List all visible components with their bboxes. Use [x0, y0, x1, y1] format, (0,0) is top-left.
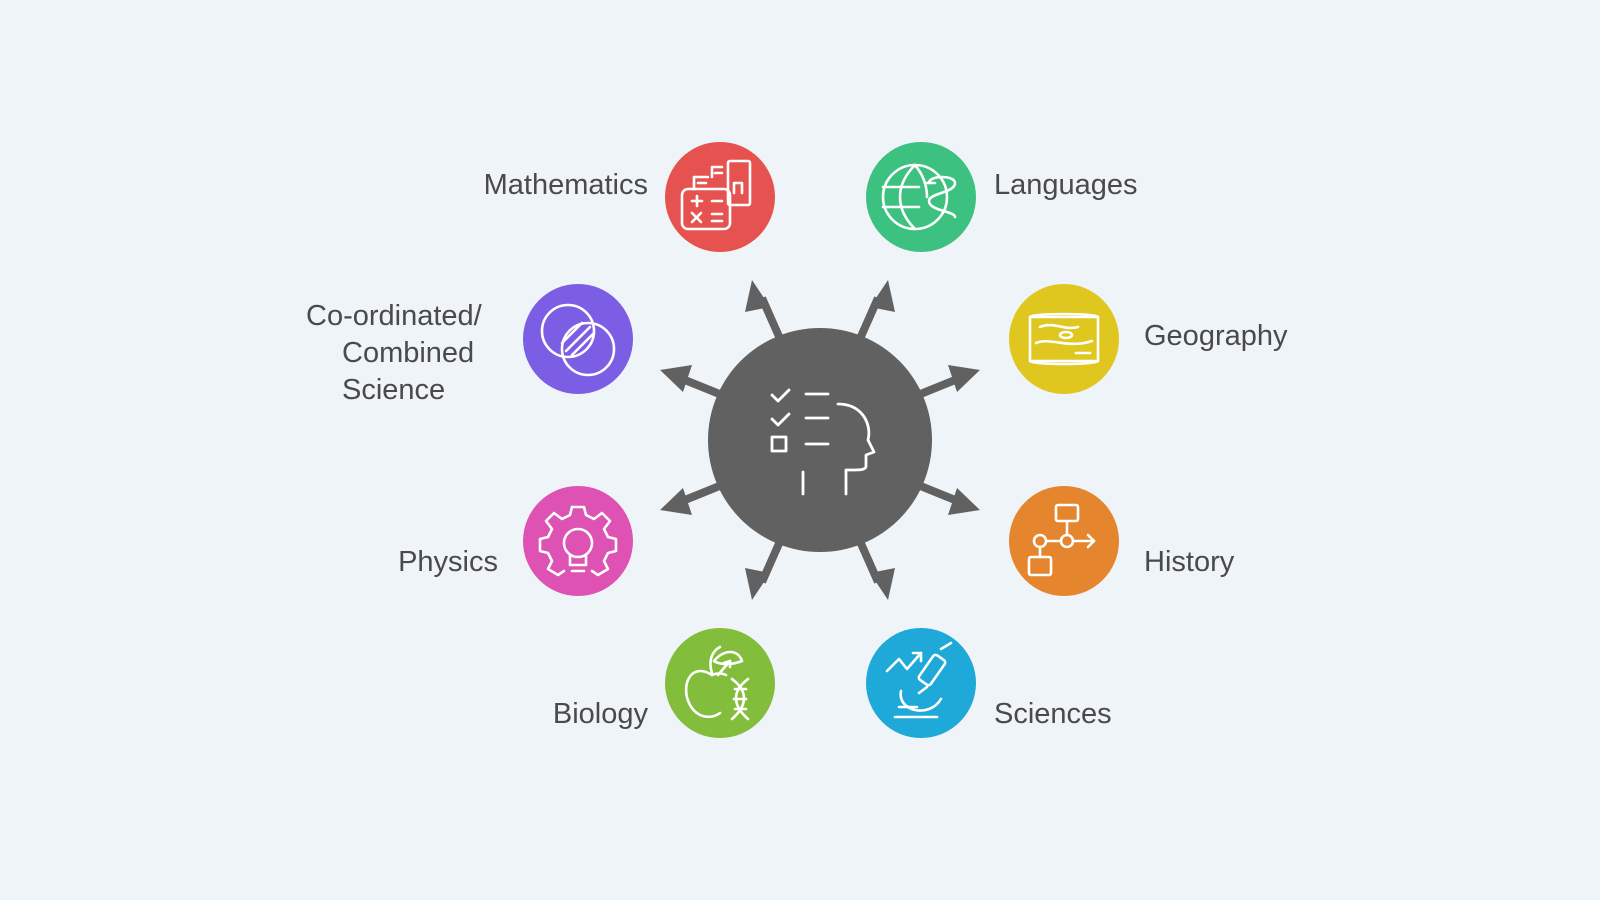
label-line: Combined [342, 337, 475, 369]
subject-circle [866, 628, 976, 738]
subject-node-geography [1009, 284, 1119, 394]
label-sciences: Sciences [994, 698, 1112, 730]
venn-diagram-icon [540, 303, 616, 377]
arrow-right-lower [916, 481, 980, 515]
subject-node-sciences [866, 628, 976, 738]
subject-node-biology [665, 628, 775, 738]
label-languages: Languages [994, 169, 1138, 201]
microscope-icon [885, 641, 953, 719]
label-biology: Biology [552, 698, 648, 730]
subject-node-physics [523, 486, 633, 596]
calculator-icon [680, 159, 752, 231]
checklist-head-icon [770, 388, 876, 496]
label-line: Science [342, 374, 446, 406]
apple-dna-icon [684, 645, 750, 721]
subject-circle [665, 142, 775, 252]
label-mathematics: Mathematics [483, 169, 648, 201]
subject-node-co-ordinated-combined-science [523, 284, 633, 394]
subject-node-mathematics [665, 142, 775, 252]
arrow-left-upper [660, 365, 724, 399]
map-icon [1028, 312, 1100, 366]
label-physics: Physics [398, 546, 498, 578]
subject-circle [866, 142, 976, 252]
subject-node-languages [866, 142, 976, 252]
subject-circle [1009, 486, 1119, 596]
arrow-left-lower [660, 481, 724, 515]
label-coordinated-combined-science: Co-ordinated/ Combined Science [306, 298, 482, 409]
flowchart-icon [1027, 503, 1096, 577]
label-history: History [1144, 546, 1235, 578]
subject-circle [523, 486, 633, 596]
gear-bulb-icon [538, 505, 618, 577]
hub [708, 328, 932, 552]
subject-circle [665, 628, 775, 738]
label-line: Co-ordinated/ [306, 300, 482, 332]
globe-icon [881, 163, 957, 231]
arrow-right-upper [916, 365, 980, 399]
subject-node-history [1009, 486, 1119, 596]
label-geography: Geography [1144, 320, 1288, 352]
